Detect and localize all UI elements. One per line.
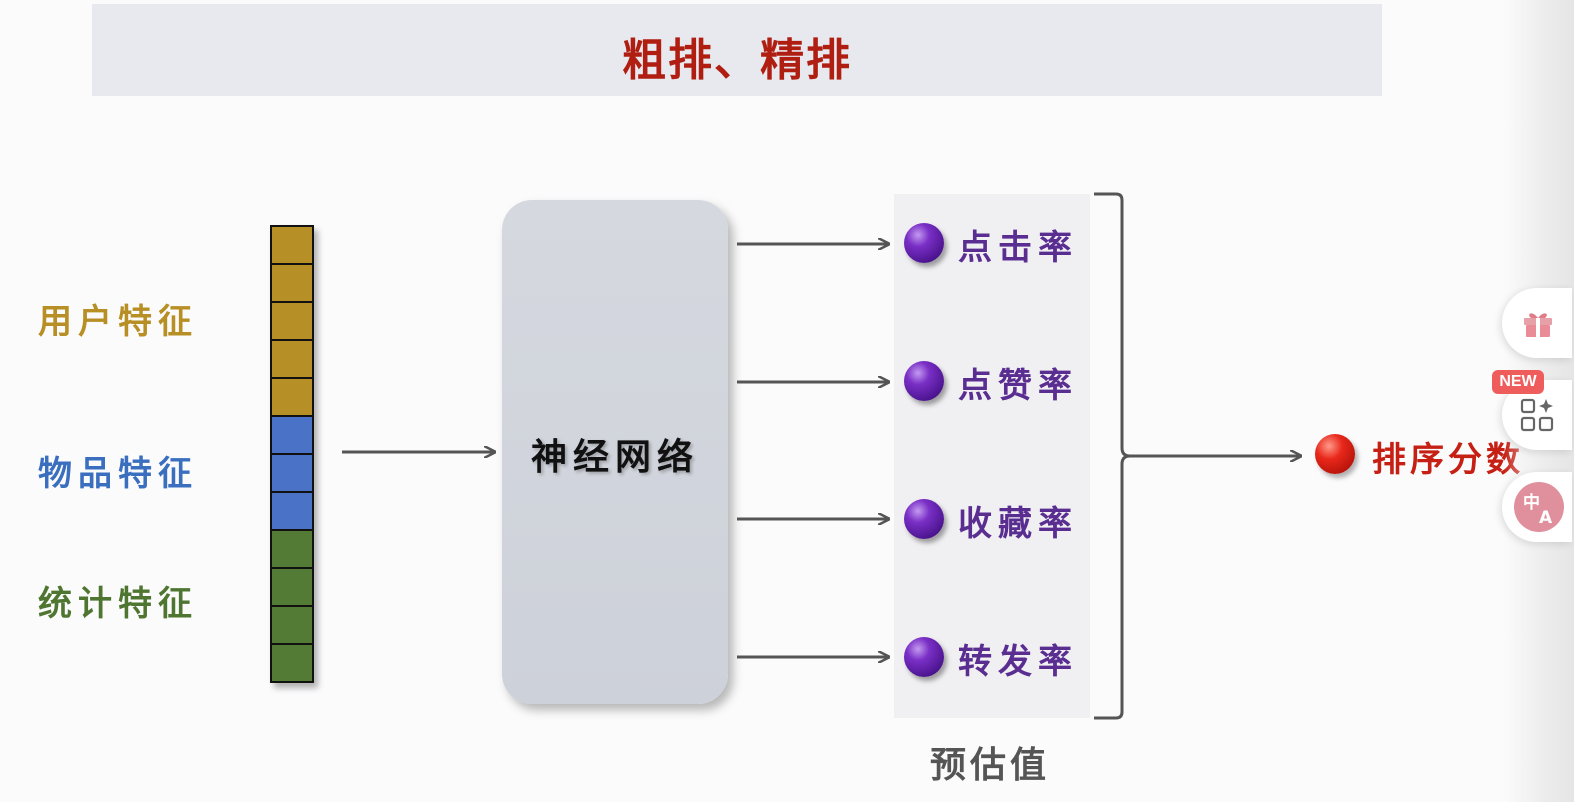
title-banner: 粗排、精排	[92, 4, 1382, 96]
prediction-row-click: 点击率	[894, 218, 1090, 268]
feature-vector	[270, 225, 314, 683]
vector-cell-user	[272, 379, 312, 417]
vector-cell-stat	[272, 645, 312, 681]
neural-network-label: 神经网络	[530, 436, 699, 478]
vector-cell-user	[272, 341, 312, 379]
svg-text:中: 中	[1523, 492, 1540, 513]
slide-title: 粗排、精排	[622, 35, 852, 86]
prediction-label: 收藏率	[958, 504, 1078, 544]
apps-icon	[1520, 398, 1554, 432]
ranking-score-label: 排序分数	[1372, 440, 1524, 480]
vector-cell-user	[272, 265, 312, 303]
purple-ball-icon	[904, 223, 944, 263]
translate-button[interactable]: 中 A	[1502, 472, 1572, 542]
vector-cell-item	[272, 417, 312, 455]
vector-cell-stat	[272, 569, 312, 607]
prediction-row-collect: 收藏率	[894, 494, 1090, 544]
predictions-caption: 预估值	[930, 744, 1051, 786]
purple-ball-icon	[904, 361, 944, 401]
gift-icon	[1524, 313, 1552, 337]
svg-text:A: A	[1539, 508, 1553, 528]
vector-cell-item	[272, 493, 312, 531]
new-badge: NEW	[1492, 370, 1544, 394]
vector-cell-item	[272, 455, 312, 493]
vector-cell-user	[272, 303, 312, 341]
purple-ball-icon	[904, 637, 944, 677]
prediction-row-like: 点赞率	[894, 356, 1090, 406]
purple-ball-icon	[904, 499, 944, 539]
prediction-label: 点赞率	[958, 366, 1078, 406]
user-features-label: 用户特征	[38, 302, 198, 342]
item-features-label: 物品特征	[38, 454, 198, 494]
prediction-row-share: 转发率	[894, 632, 1090, 682]
vector-cell-user	[272, 227, 312, 265]
predictions-bracket	[1094, 192, 1131, 720]
predictions-panel: 点击率 点赞率 收藏率 转发率	[894, 194, 1090, 718]
vector-cell-stat	[272, 607, 312, 645]
red-ball-icon	[1315, 434, 1355, 474]
translate-icon: 中 A	[1514, 482, 1564, 532]
vector-cell-stat	[272, 531, 312, 569]
prediction-label: 转发率	[958, 642, 1078, 682]
prediction-label: 点击率	[958, 228, 1078, 268]
gift-button[interactable]	[1502, 288, 1572, 358]
neural-network-box: 神经网络	[502, 200, 728, 704]
stat-features-label: 统计特征	[38, 584, 198, 624]
